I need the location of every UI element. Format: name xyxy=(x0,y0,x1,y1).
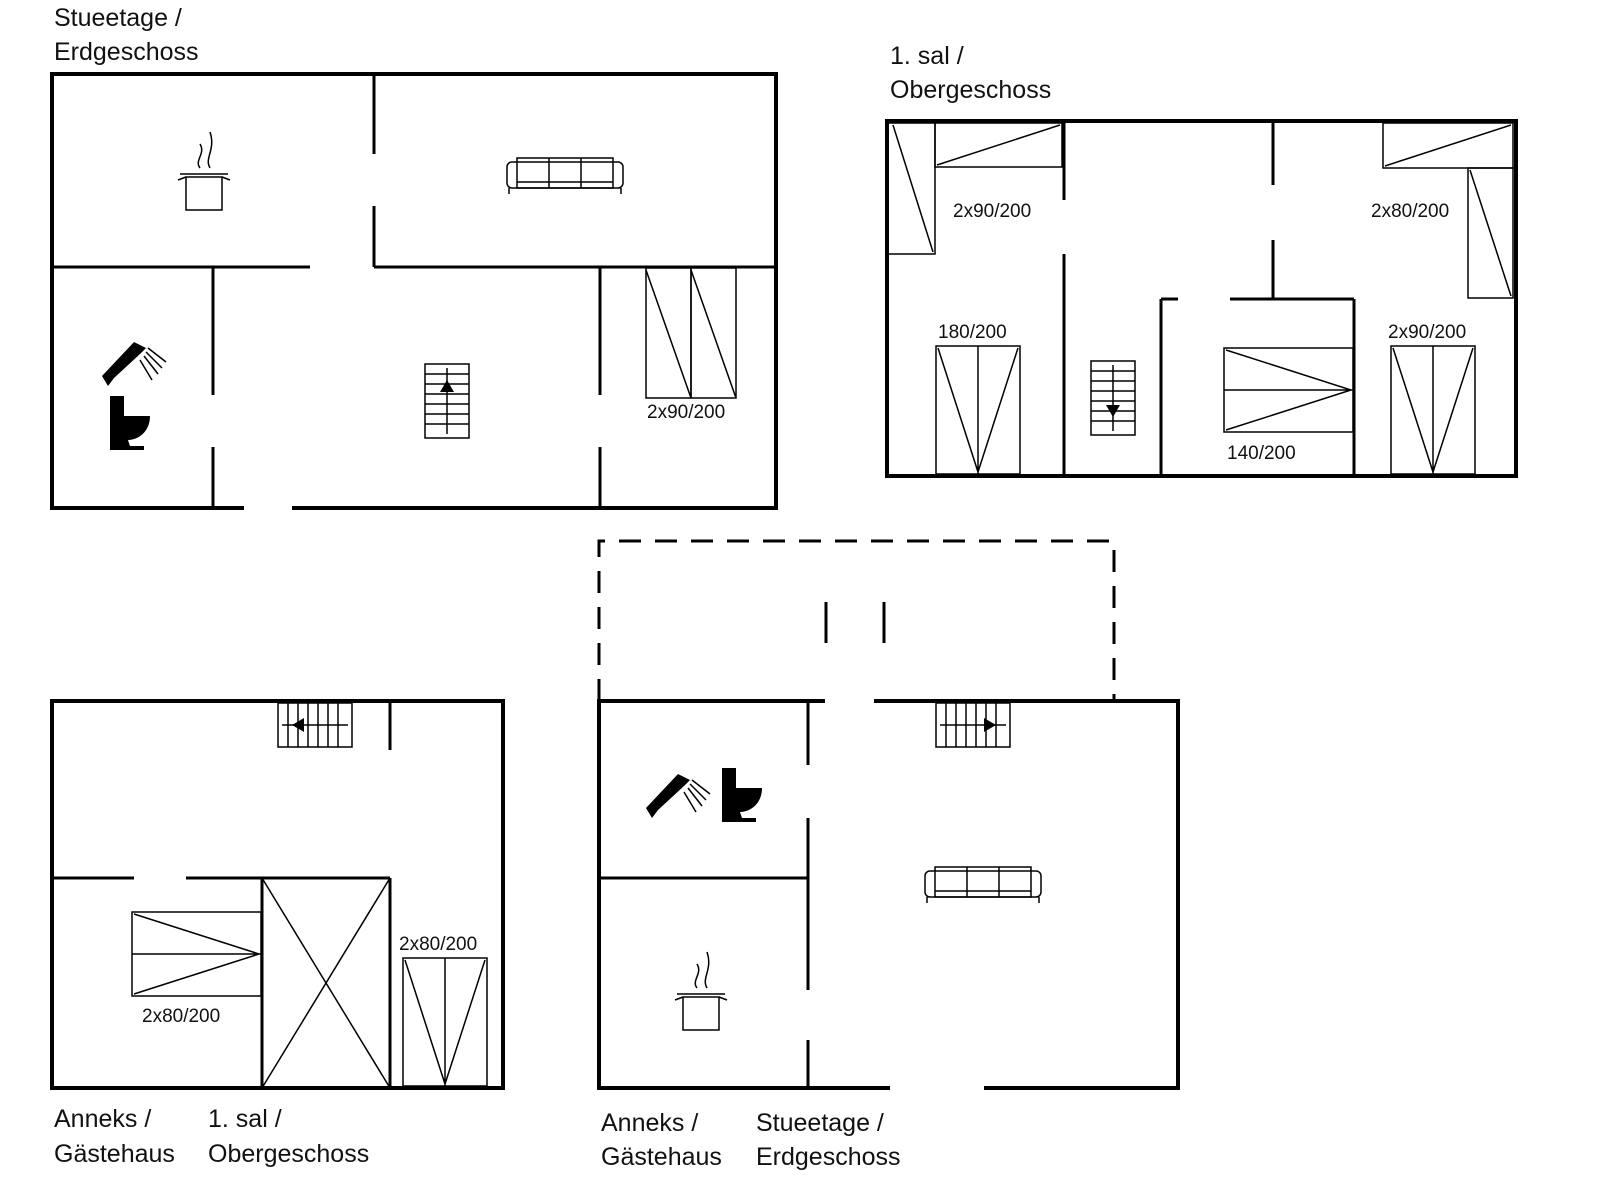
plan-label: Stueetage / xyxy=(756,1109,884,1137)
bed-icon xyxy=(1382,122,1514,299)
plan-label: Gästehaus xyxy=(601,1143,722,1171)
plan-main-upper: 1. sal / Obergeschoss 2x90/200 2x80/200 … xyxy=(885,42,1518,478)
bed-icon xyxy=(131,911,262,997)
plan-label: Erdgeschoss xyxy=(756,1143,901,1171)
shower-icon xyxy=(645,773,711,819)
stairs-up-icon xyxy=(424,363,470,439)
plan-label: Anneks / xyxy=(601,1109,698,1137)
plan-main-ground: Stueetage / Erdgeschoss 2x90/200 xyxy=(50,4,778,510)
bed-icon xyxy=(1390,345,1476,475)
plan-label: Stueetage / xyxy=(54,4,182,32)
bed-size-label: 2x80/200 xyxy=(1371,201,1449,222)
sofa-icon xyxy=(506,157,624,195)
plan-label: Erdgeschoss xyxy=(54,38,199,66)
bed-icon xyxy=(1223,347,1354,433)
bed-size-label: 2x90/200 xyxy=(647,402,725,423)
plan-annex-upper: 2x80/200 2x80/200 Anneks / Gästehaus 1. … xyxy=(50,699,505,1168)
plan-label: 1. sal / xyxy=(890,42,964,70)
toilet-icon xyxy=(722,768,762,822)
kitchen-pot-icon xyxy=(674,951,728,1031)
bed-icon xyxy=(889,122,1063,255)
plan-label: 1. sal / xyxy=(208,1105,282,1133)
stairs-down-icon xyxy=(277,702,353,748)
stairs-up-icon xyxy=(935,702,1011,748)
bed-size-label: 2x80/200 xyxy=(399,934,477,955)
bed-size-label: 2x90/200 xyxy=(953,201,1031,222)
bed-size-label: 180/200 xyxy=(938,322,1007,343)
plan-label: Anneks / xyxy=(54,1105,151,1133)
sofa-icon xyxy=(924,866,1042,904)
plan-label: Obergeschoss xyxy=(208,1140,369,1168)
bed-icon xyxy=(402,957,488,1087)
plan-label: Gästehaus xyxy=(54,1140,175,1168)
plan-annex-ground: Anneks / Gästehaus Stueetage / Erdgescho… xyxy=(597,539,1180,1171)
stairs-down-icon xyxy=(1090,360,1136,436)
bed-icon xyxy=(935,345,1021,475)
kitchen-pot-icon xyxy=(177,131,231,211)
shower-icon xyxy=(101,341,167,387)
void-cross xyxy=(261,877,391,1089)
toilet-icon xyxy=(110,396,150,450)
bed-size-label: 2x80/200 xyxy=(142,1006,220,1027)
bed-size-label: 140/200 xyxy=(1227,443,1296,464)
plan-label: Obergeschoss xyxy=(890,76,1051,104)
bed-size-label: 2x90/200 xyxy=(1388,322,1466,343)
bed-icon xyxy=(645,267,737,399)
